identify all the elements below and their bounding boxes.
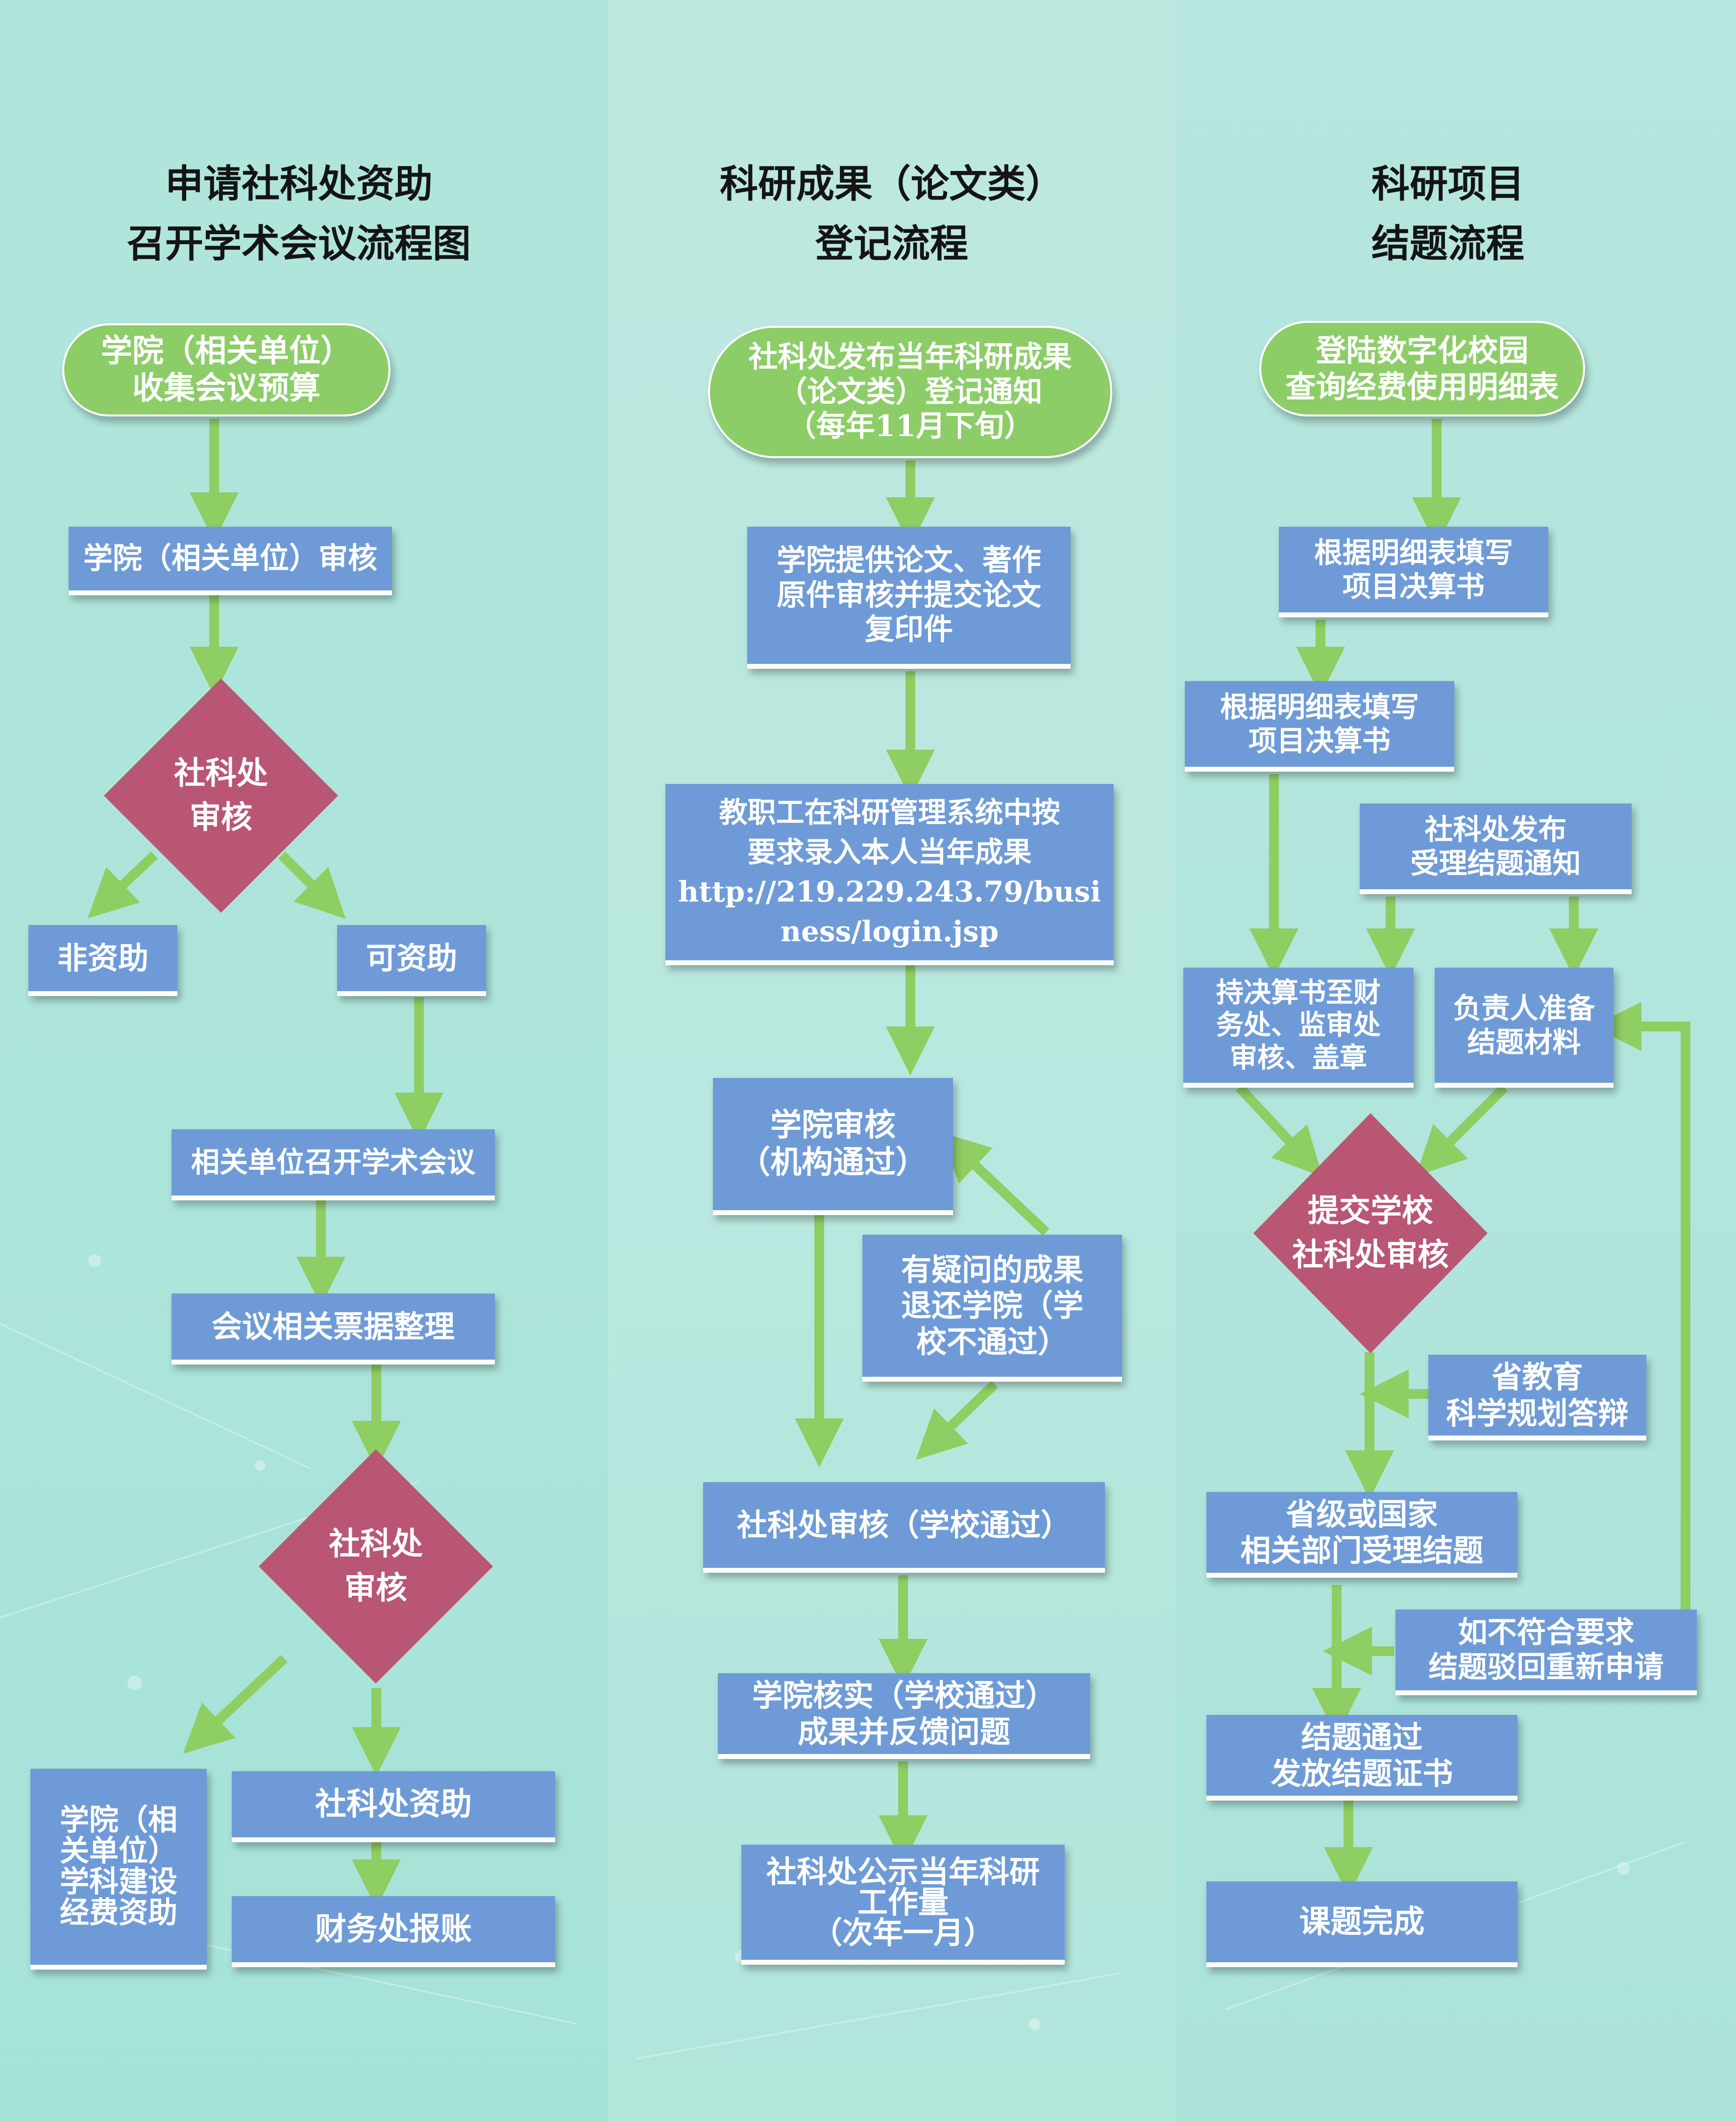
flow1-start-node[interactable]: 学院（相关单位） 收集会议预算 (62, 323, 391, 416)
flow1-review1-label: 社科处 审核 (174, 755, 268, 836)
flow1-title: 申请社科处资助 召开学术会议流程图 (69, 154, 529, 274)
flow1-college-review-node[interactable]: 学院（相关单位）审核 (69, 527, 392, 595)
flow1-hold-meeting-node[interactable]: 相关单位召开学术会议 (171, 1129, 495, 1200)
arrow-f2-returned-to-college (940, 1132, 1050, 1236)
flow2-title: 科研成果（论文类） 登记流程 (661, 154, 1122, 274)
flow3-fill1-node[interactable]: 根据明细表填写 项目决算书 (1279, 527, 1548, 617)
arrow-f2-returned-to-skreview (915, 1380, 998, 1460)
arrow-f1-review2-to-college-fund (183, 1655, 288, 1754)
background-network-dot (88, 1254, 101, 1267)
flow2-college-review-node[interactable]: 学院审核 （机构通过） (713, 1078, 953, 1215)
flow2-title-line2: 登记流程 (815, 221, 968, 266)
flow2-publish-node[interactable]: 社科处公示当年科研 工作量 （次年一月） (741, 1845, 1065, 1965)
flow3-finance-node[interactable]: 持决算书至财 务处、监审处 审核、盖章 (1183, 968, 1414, 1088)
flow2-submit-node[interactable]: 学院提供论文、著作 原件审核并提交论文 复印件 (747, 527, 1071, 669)
flow1-college-fund-node[interactable]: 学院（相 关单位） 学科建设 经费资助 (30, 1769, 207, 1970)
arrow-f3-prepare-to-submit (1416, 1084, 1508, 1176)
background-network-dot (127, 1676, 142, 1690)
flow1-title-line1: 申请社科处资助 (165, 162, 433, 206)
flow2-returned-node[interactable]: 有疑问的成果 退还学院（学 校不通过） (862, 1235, 1122, 1382)
flow1-reimburse-node[interactable]: 财务处报账 (232, 1896, 555, 1967)
flow1-fundable-node[interactable]: 可资助 (337, 925, 486, 996)
flow2-enter-node[interactable]: 教职工在科研管理系统中按 要求录入本人当年成果 http://219.229.2… (665, 784, 1114, 965)
flow3-start-node[interactable]: 登陆数字化校园 查询经费使用明细表 (1259, 321, 1585, 416)
flow3-done-node[interactable]: 课题完成 (1206, 1881, 1517, 1967)
flow3-accept-node[interactable]: 省级或国家 相关部门受理结题 (1206, 1492, 1517, 1578)
flow3-reject-node[interactable]: 如不符合要求 结题驳回重新申请 (1395, 1610, 1697, 1695)
arrow-f1-review1-to-fundable (278, 851, 346, 919)
flow3-title-line2: 结题流程 (1371, 221, 1524, 266)
background-network-dot (255, 1460, 266, 1471)
flow3-defense-node[interactable]: 省教育 科学规划答辩 (1428, 1355, 1646, 1440)
flow3-prepare-node[interactable]: 负责人准备 结题材料 (1435, 968, 1614, 1088)
flow1-title-line2: 召开学术会议流程图 (126, 221, 471, 266)
flow1-review2-label: 社科处 审核 (329, 1526, 423, 1607)
flow2-college-verify-node[interactable]: 学院核实（学校通过） 成果并反馈问题 (718, 1673, 1090, 1759)
flow3-title-line1: 科研项目 (1371, 162, 1524, 206)
arrow-f1-review1-to-nofund (87, 851, 158, 919)
flow1-review2-diamond[interactable]: 社科处 审核 (259, 1449, 493, 1683)
flow2-title-line1: 科研成果（论文类） (719, 162, 1064, 206)
flow1-sk-fund-node[interactable]: 社科处资助 (232, 1771, 555, 1842)
flow1-receipts-node[interactable]: 会议相关票据整理 (171, 1293, 495, 1365)
flow2-start-node[interactable]: 社科处发布当年科研成果 （论文类）登记通知 （每年11月下旬） (708, 326, 1112, 458)
flow3-fill2-node[interactable]: 根据明细表填写 项目决算书 (1185, 681, 1454, 772)
flow3-pass-node[interactable]: 结题通过 发放结题证书 (1206, 1715, 1517, 1801)
flow3-title: 科研项目 结题流程 (1218, 154, 1678, 274)
flow3-submit-label: 提交学校 社科处审核 (1292, 1193, 1449, 1273)
flow1-review1-diamond[interactable]: 社科处 审核 (104, 679, 338, 913)
background-network-dot (1029, 2019, 1041, 2030)
flow3-notice-node[interactable]: 社科处发布 受理结题通知 (1360, 804, 1632, 894)
arrow-f3-finance-to-submit (1236, 1084, 1323, 1177)
arrow-f3-loop-to-prepare (1592, 1002, 1690, 1610)
flow1-no-fund-node[interactable]: 非资助 (28, 925, 177, 996)
flow3-submit-diamond[interactable]: 提交学校 社科处审核 (1253, 1113, 1488, 1353)
background-network-dot (1617, 1862, 1630, 1875)
flow2-sk-review-node[interactable]: 社科处审核（学校通过） (703, 1482, 1105, 1573)
